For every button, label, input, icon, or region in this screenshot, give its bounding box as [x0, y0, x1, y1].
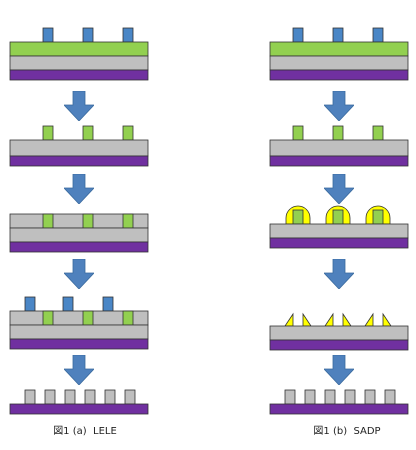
- final-line: [384, 389, 396, 405]
- arrow-down: [324, 259, 354, 289]
- hardmask-line: [82, 310, 94, 326]
- substrate-layer: [9, 69, 149, 81]
- final-line: [24, 389, 36, 405]
- final-line: [344, 389, 356, 405]
- core-line: [372, 209, 384, 225]
- resist-line: [332, 27, 344, 43]
- arrow-down: [324, 91, 354, 121]
- film-layer: [9, 139, 149, 157]
- hardmask-line: [82, 125, 94, 141]
- hardmask-line: [122, 125, 134, 141]
- final-line: [304, 389, 316, 405]
- resist-line: [122, 27, 134, 43]
- resist-line: [372, 27, 384, 43]
- substrate-layer: [9, 241, 149, 253]
- spacer: [342, 312, 352, 327]
- resist-line: [292, 27, 304, 43]
- sadp-step-1: [269, 27, 409, 81]
- spacer: [302, 312, 312, 327]
- spacer: [324, 312, 334, 327]
- resist-line: [82, 27, 94, 43]
- sadp-step-2: [269, 125, 409, 167]
- sadp-column: [269, 27, 409, 415]
- final-line: [44, 389, 56, 405]
- final-line: [324, 389, 336, 405]
- final-line: [364, 389, 376, 405]
- lele-step-5: [9, 389, 149, 415]
- hardmask-line: [82, 213, 94, 229]
- sadp-step-3: [269, 205, 409, 249]
- resist-line: [24, 296, 36, 312]
- final-line: [124, 389, 136, 405]
- film-layer: [269, 223, 409, 239]
- hardmask-line: [42, 125, 54, 141]
- resist-line: [102, 296, 114, 312]
- core-line: [292, 209, 304, 225]
- substrate-layer: [9, 403, 149, 415]
- arrow-down: [64, 91, 94, 121]
- arrow-down: [324, 174, 354, 204]
- resist-line: [42, 27, 54, 43]
- film-layer: [269, 55, 409, 71]
- substrate-layer: [9, 155, 149, 167]
- film-layer: [9, 227, 149, 243]
- final-line: [104, 389, 116, 405]
- final-line: [64, 389, 76, 405]
- film-layer: [269, 325, 409, 341]
- core-line: [332, 209, 344, 225]
- sadp-caption: 図1 (b) SADP: [313, 426, 381, 437]
- substrate-layer: [269, 339, 409, 351]
- core-line: [292, 125, 304, 141]
- lele-step-2: [9, 125, 149, 167]
- lele-caption: 図1 (a) LELE: [53, 426, 117, 437]
- resist-line: [62, 296, 74, 312]
- film-layer: [9, 55, 149, 71]
- hardmask-line: [42, 310, 54, 326]
- lele-step-3: [9, 213, 149, 253]
- final-line: [84, 389, 96, 405]
- arrow-down: [64, 355, 94, 385]
- spacer: [284, 312, 294, 327]
- sadp-step-5: [269, 389, 409, 415]
- spacer: [382, 312, 392, 327]
- substrate-layer: [269, 69, 409, 81]
- substrate-layer: [269, 155, 409, 167]
- lele-step-1: [9, 27, 149, 81]
- substrate-layer: [9, 338, 149, 350]
- hardmask-layer: [269, 41, 409, 57]
- lele-column: [9, 27, 149, 415]
- lele-step-4: [9, 296, 149, 350]
- final-line: [284, 389, 296, 405]
- film-layer: [9, 324, 149, 340]
- spacer: [364, 312, 374, 327]
- core-line: [332, 125, 344, 141]
- film-layer: [269, 139, 409, 157]
- arrow-down: [64, 259, 94, 289]
- arrow-down: [324, 355, 354, 385]
- hardmask-line: [42, 213, 54, 229]
- hardmask-line: [122, 213, 134, 229]
- substrate-layer: [269, 403, 409, 415]
- arrow-down: [64, 174, 94, 204]
- hardmask-layer: [9, 41, 149, 57]
- core-line: [372, 125, 384, 141]
- substrate-layer: [269, 237, 409, 249]
- sadp-step-4: [269, 312, 409, 351]
- hardmask-line: [122, 310, 134, 326]
